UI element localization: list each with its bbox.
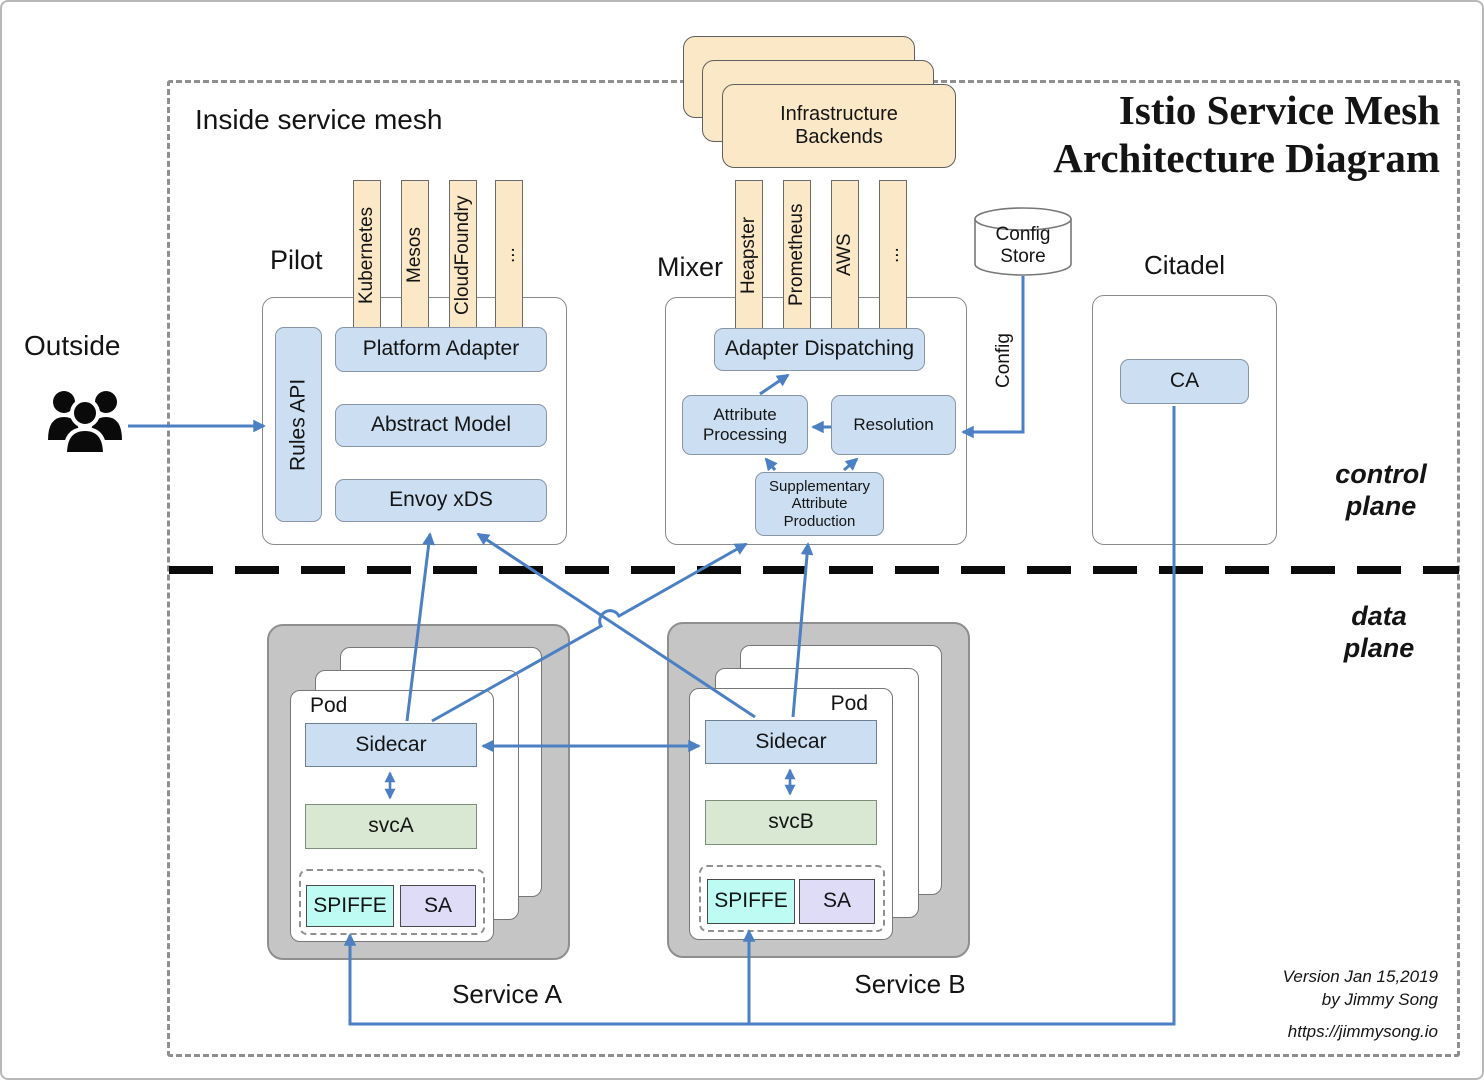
pilot-platform-tab-cloudfoundry: CloudFoundry xyxy=(449,180,477,330)
rules-api-box: Rules API xyxy=(275,327,322,522)
service-b-svc-box: svcB xyxy=(705,800,877,845)
tab-label: Mesos xyxy=(404,227,426,283)
footer-author: by Jimmy Song xyxy=(1321,989,1438,1009)
pilot-platform-tab-kubernetes: Kubernetes xyxy=(353,180,381,330)
mixer-label: Mixer xyxy=(657,252,723,282)
pilot-platform-tab-more: ... xyxy=(495,180,523,330)
envoy-xds-label: Envoy xDS xyxy=(389,488,493,512)
footer-url: https://jimmysong.io xyxy=(1287,1021,1438,1041)
config-edge-text: Config xyxy=(993,333,1015,389)
sidecar-label: Sidecar xyxy=(355,732,427,756)
title-line-2: Architecture Diagram xyxy=(1053,135,1440,182)
plane-divider xyxy=(169,566,1459,574)
rules-api-label: Rules API xyxy=(286,378,310,471)
title-line-1: Istio Service Mesh xyxy=(1118,87,1440,133)
service-a-label: Service A xyxy=(407,979,607,1010)
service-b-pod-label: Pod xyxy=(830,692,868,715)
service-a-spiffe-box: SPIFFE xyxy=(306,885,394,927)
mixer-backend-tab-more: ... xyxy=(879,180,907,330)
ca-box: CA xyxy=(1120,359,1249,404)
tab-label: Prometheus xyxy=(786,203,808,307)
service-b-sa-box: SA xyxy=(799,879,875,924)
sidecar-label: Sidecar xyxy=(755,729,827,753)
service-b-text: Service B xyxy=(854,969,966,1000)
sa-label: SA xyxy=(423,893,452,917)
mixer-backend-tab-aws: AWS xyxy=(831,180,859,330)
ca-label: CA xyxy=(1169,369,1200,393)
svc-label: svcB xyxy=(768,810,814,834)
service-a-sidecar-box: Sidecar xyxy=(305,723,477,767)
service-b-sidecar-box: Sidecar xyxy=(705,720,877,764)
service-b-label: Service B xyxy=(810,969,1010,1000)
supplementary-attribute-label: Supplementary Attribute Production xyxy=(769,478,870,530)
resolution-label: Resolution xyxy=(853,415,934,435)
service-a-text: Service A xyxy=(452,979,562,1010)
platform-adapter-label: Platform Adapter xyxy=(362,337,520,361)
pilot-label: Pilot xyxy=(270,245,323,275)
users-icon xyxy=(48,391,122,456)
supplementary-attribute-box: Supplementary Attribute Production xyxy=(755,472,884,536)
inside-mesh-label: Inside service mesh xyxy=(195,104,443,135)
abstract-model-label: Abstract Model xyxy=(370,413,512,437)
infra-backends-label: Infrastructure Backends xyxy=(780,103,898,148)
mixer-backend-tab-heapster: Heapster xyxy=(735,180,763,330)
config-store-label: Config Store xyxy=(975,224,1071,268)
page-title: Istio Service Mesh Architecture Diagram xyxy=(1053,86,1440,183)
sa-label: SA xyxy=(822,889,851,913)
citadel-label: Citadel xyxy=(1092,250,1277,282)
pilot-platform-tab-mesos: Mesos xyxy=(401,180,429,330)
outside-label: Outside xyxy=(24,330,121,361)
service-b-spiffe-box: SPIFFE xyxy=(707,879,795,924)
citadel-text: Citadel xyxy=(1144,250,1225,281)
attribute-processing-label: Attribute Processing xyxy=(702,405,788,444)
control-plane-label: control plane xyxy=(1335,459,1427,522)
tab-label: Kubernetes xyxy=(356,206,378,304)
tab-label: CloudFoundry xyxy=(452,195,474,315)
config-edge-label: Config xyxy=(992,328,1016,394)
adapter-dispatching-label: Adapter Dispatching xyxy=(724,337,915,361)
footer-credits: Version Jan 15,2019 by Jimmy Song https:… xyxy=(1283,966,1438,1044)
config-store-text: Config Store xyxy=(995,224,1051,267)
resolution-box: Resolution xyxy=(831,395,956,455)
footer-version: Version Jan 15,2019 xyxy=(1282,967,1438,986)
citadel-box xyxy=(1092,295,1277,545)
spiffe-label: SPIFFE xyxy=(313,893,387,917)
service-a-svc-box: svcA xyxy=(305,804,477,849)
tab-label: ... xyxy=(882,247,904,263)
service-a-pod-label: Pod xyxy=(310,694,348,717)
svc-label: svcA xyxy=(368,814,414,838)
service-a-sa-box: SA xyxy=(400,885,476,927)
spiffe-label: SPIFFE xyxy=(714,889,788,913)
tab-label: Heapster xyxy=(738,216,760,294)
abstract-model-box: Abstract Model xyxy=(335,404,547,447)
mixer-backend-tab-prometheus: Prometheus xyxy=(783,180,811,330)
data-plane-label: data plane xyxy=(1343,601,1415,664)
infra-backends-card: Infrastructure Backends xyxy=(722,84,956,168)
config-store-cylinder-icon xyxy=(974,207,1072,276)
platform-adapter-box: Platform Adapter xyxy=(335,327,547,372)
envoy-xds-box: Envoy xDS xyxy=(335,479,547,522)
tab-label: AWS xyxy=(834,233,856,277)
adapter-dispatching-box: Adapter Dispatching xyxy=(714,328,925,371)
attribute-processing-box: Attribute Processing xyxy=(682,395,808,455)
tab-label: ... xyxy=(498,247,520,263)
